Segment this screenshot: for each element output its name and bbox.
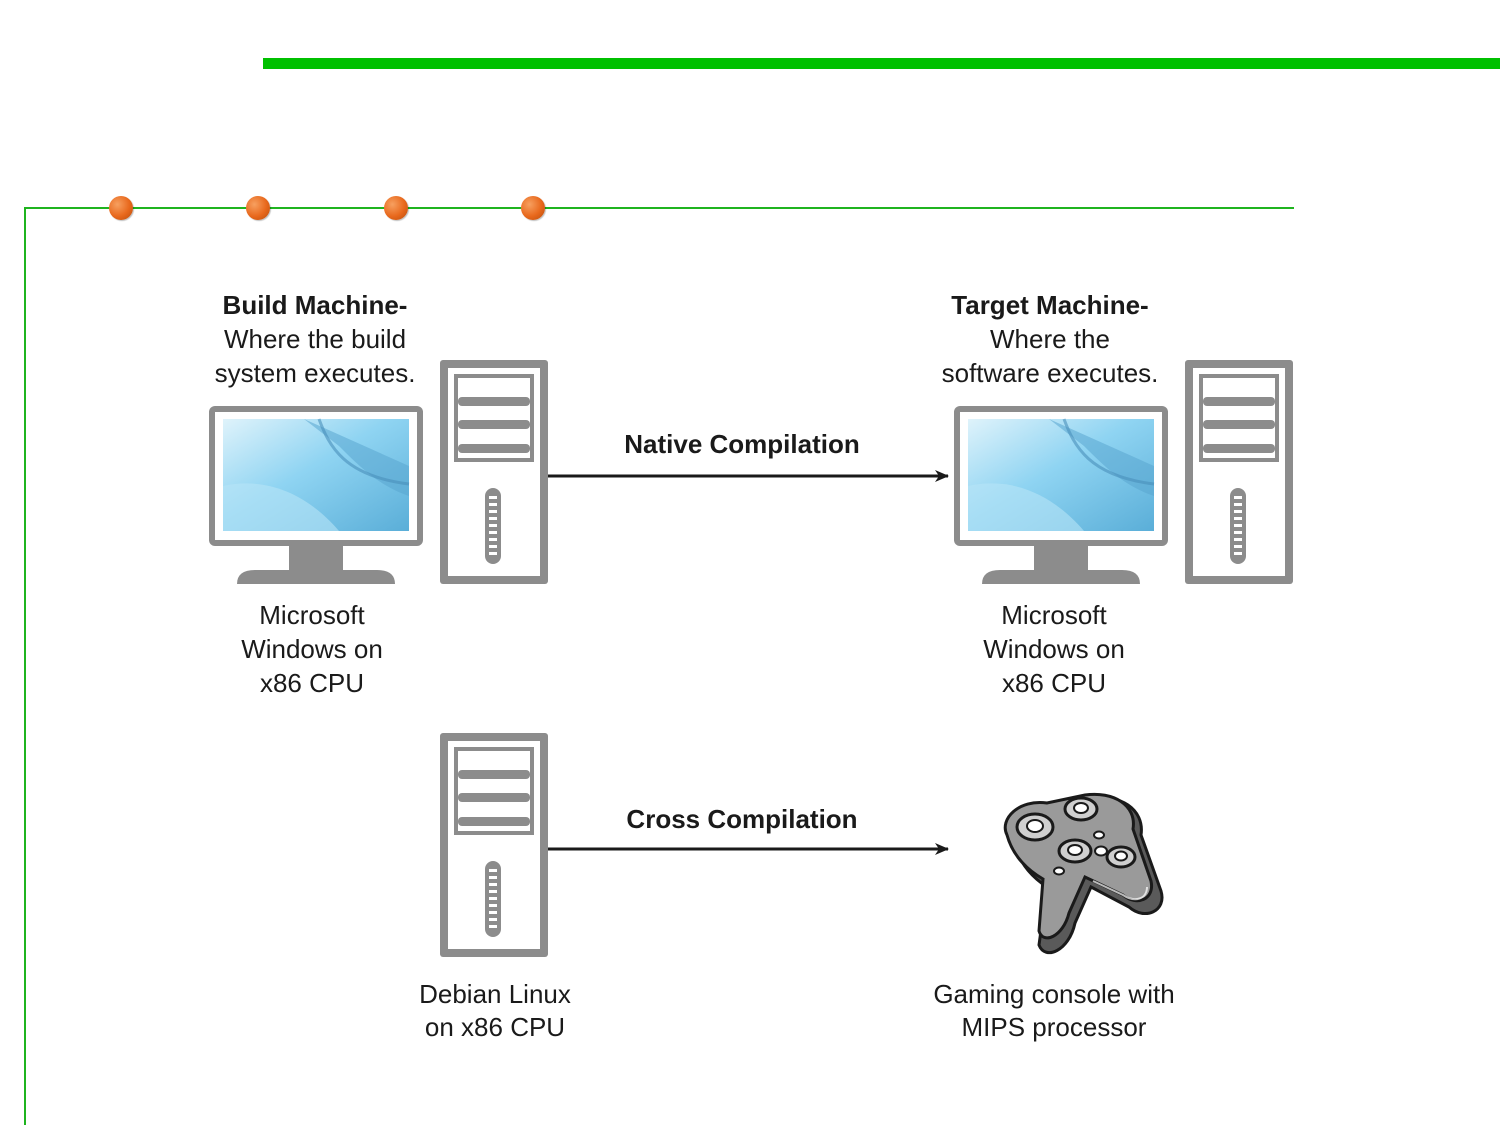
native-target-line2: Windows on (983, 634, 1125, 664)
tower-pc-icon (440, 733, 548, 957)
target-machine-heading: Target Machine- (951, 290, 1149, 320)
native-compilation-arrow (548, 470, 949, 482)
native-target-line1: Microsoft (1001, 600, 1107, 630)
cross-target-line1: Gaming console with (933, 979, 1175, 1009)
bullet-dot-3 (384, 196, 408, 220)
top-accent-bar (263, 58, 1500, 69)
native-source-caption: Microsoft Windows on x86 CPU (162, 598, 462, 700)
tower-pc-icon (1185, 360, 1293, 584)
bullet-dot-2 (246, 196, 270, 220)
cross-target-caption: Gaming console with MIPS processor (894, 978, 1214, 1044)
native-source-line1: Microsoft (259, 600, 365, 630)
target-machine-line1: Where the (990, 324, 1110, 354)
cross-compilation-label: Cross Compilation (626, 804, 858, 834)
bullet-dot-1 (109, 196, 133, 220)
build-machine-line1: Where the build (223, 324, 407, 354)
cross-target-line2: MIPS processor (961, 1012, 1147, 1042)
bullet-dot-4 (521, 196, 545, 220)
build-machine-heading: Build Machine- (222, 290, 408, 320)
target-machine-line2: software executes. (941, 358, 1159, 388)
build-machine-caption: Build Machine- Where the build system ex… (160, 288, 470, 390)
native-source-line3: x86 CPU (259, 668, 365, 698)
cross-compilation-arrow (548, 843, 949, 855)
tower-pc-icon (440, 360, 548, 584)
target-machine-caption: Target Machine- Where the software execu… (900, 288, 1200, 390)
native-source-line2: Windows on (241, 634, 383, 664)
native-target-caption: Microsoft Windows on x86 CPU (904, 598, 1204, 700)
frame-vertical-line (24, 207, 26, 1125)
cross-source-line1: Debian Linux (419, 979, 571, 1009)
native-target-line3: x86 CPU (1001, 668, 1107, 698)
cross-source-line2: on x86 CPU (424, 1012, 566, 1042)
monitor-icon (207, 404, 425, 586)
monitor-icon (952, 404, 1170, 586)
native-compilation-label: Native Compilation (624, 429, 860, 459)
cross-source-caption: Debian Linux on x86 CPU (345, 978, 645, 1044)
build-machine-line2: system executes. (214, 358, 416, 388)
gamepad-icon (1003, 792, 1164, 955)
frame-horizontal-line (24, 207, 1294, 209)
